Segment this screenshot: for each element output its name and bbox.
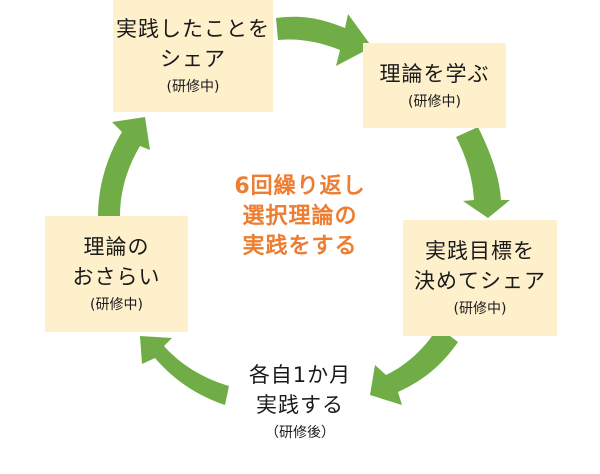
step-title-line: 理論の xyxy=(83,235,150,259)
step-title-line: おさらい xyxy=(72,265,161,289)
step-title: 実践目標を 決めてシェア xyxy=(414,236,546,296)
step-title-line: 実践目標を xyxy=(425,239,535,263)
arrow-practice-to-review xyxy=(140,336,229,405)
step-title: 実践したことを シェア xyxy=(116,14,270,74)
step-review-theory: 理論の おさらい (研修中) xyxy=(45,216,188,332)
arrow-share-to-learn xyxy=(276,14,372,66)
step-timing: (研修中) xyxy=(408,93,461,110)
arrow-review-to-share xyxy=(98,117,150,216)
step-learn-theory: 理論を学ぶ (研修中) xyxy=(363,43,506,128)
step-title-line: 理論を学ぶ xyxy=(379,61,490,86)
step-timing: (研修中) xyxy=(90,297,143,313)
center-caption-line: 実践をする xyxy=(242,234,358,259)
step-timing: (研修中) xyxy=(453,301,507,317)
step-title-line: 各自1か月 xyxy=(248,363,352,387)
center-caption-line: 6回繰り返し xyxy=(234,174,366,199)
step-title: 理論の おさらい xyxy=(73,232,161,292)
step-title-line: シェア xyxy=(160,47,226,71)
arrow-learn-to-goal xyxy=(456,127,510,218)
step-practice-month: 各自1か月 実践する （研修後） xyxy=(205,360,395,444)
step-title-line: 決めてシェア xyxy=(414,269,546,293)
arrow-goal-to-practice xyxy=(370,327,458,405)
step-timing: (研修中) xyxy=(166,79,220,95)
step-title: 理論を学ぶ xyxy=(380,59,490,89)
step-share-practice: 実践したことを シェア (研修中) xyxy=(113,0,273,112)
step-title-line: 実践したことを xyxy=(116,17,270,41)
center-caption-line: 選択理論の xyxy=(242,204,358,229)
step-title-line: 実践する xyxy=(256,393,344,417)
step-timing: （研修後） xyxy=(265,425,335,441)
center-caption: 6回繰り返し 選択理論の 実践をする xyxy=(205,172,395,262)
step-title: 各自1か月 実践する xyxy=(205,360,395,420)
step-set-goal: 実践目標を 決めてシェア (研修中) xyxy=(403,220,557,336)
